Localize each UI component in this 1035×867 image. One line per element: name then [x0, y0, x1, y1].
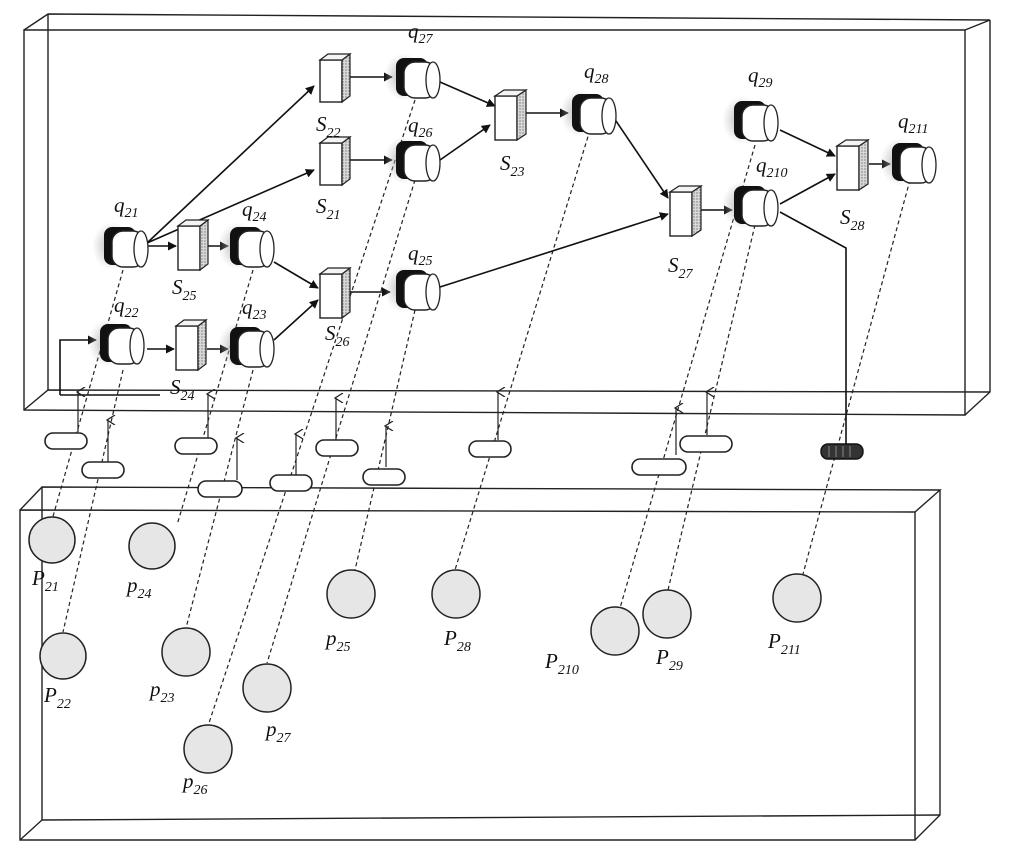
place-p21: [28, 516, 76, 564]
label-p21: P21: [31, 566, 59, 595]
label-q25: q25: [408, 241, 433, 269]
place-p211: [772, 573, 822, 623]
station-s26: [318, 266, 352, 320]
label-q29: q29: [748, 63, 773, 91]
label-s25: S25: [172, 275, 197, 304]
station-s21: [318, 135, 352, 187]
label-p23: p23: [148, 677, 175, 706]
queue-q28: [560, 89, 617, 137]
station-s28: [835, 138, 870, 192]
lower-plane: [19, 486, 942, 841]
station-s22: [318, 52, 352, 104]
token: [315, 439, 359, 457]
queue-q210: [722, 181, 779, 229]
label-p211: P211: [767, 629, 801, 658]
label-q24: q24: [242, 197, 267, 225]
label-s24: S24: [170, 375, 195, 404]
tokens: [44, 432, 864, 498]
place-p25: [326, 569, 376, 619]
stations: [174, 52, 870, 372]
label-s26: S26: [325, 321, 350, 350]
label-s27: S27: [668, 253, 694, 282]
queue-q26: [384, 136, 441, 184]
label-q26: q26: [408, 113, 433, 141]
label-q210: q210: [756, 153, 788, 181]
queues: [88, 53, 937, 370]
place-labels: P21 p24 P22 p23 p25 P28 P210 P29 P211 p2…: [31, 566, 801, 798]
place-p28: [431, 569, 481, 619]
token: [44, 432, 88, 450]
token: [362, 468, 406, 486]
label-q27: q27: [408, 19, 434, 47]
queue-q25: [384, 265, 441, 313]
station-s27: [668, 184, 703, 238]
label-q211: q211: [898, 109, 928, 137]
label-q22: q22: [114, 293, 139, 321]
label-p27: p27: [264, 717, 292, 746]
label-s21: S21: [316, 194, 341, 223]
label-p28: P28: [443, 626, 471, 655]
label-q28: q28: [584, 59, 609, 87]
label-s23: S23: [500, 151, 525, 180]
station-s23: [493, 88, 528, 142]
label-s22: S22: [316, 112, 341, 141]
queue-q22: [88, 319, 145, 367]
place-p23: [161, 627, 211, 677]
token: [174, 437, 218, 455]
label-p29: P29: [655, 645, 683, 674]
token: [197, 480, 243, 498]
queue-q23: [218, 322, 275, 370]
upper-plane: [23, 13, 991, 416]
places: [28, 516, 822, 774]
queue-q21: [92, 222, 149, 270]
place-p22: [39, 632, 87, 680]
station-labels: S22 S21 S23 S25 S26 S24 S27 S28: [170, 112, 865, 404]
token: [468, 440, 512, 458]
token: [679, 435, 733, 453]
token: [81, 461, 125, 479]
label-p26: p26: [181, 769, 208, 798]
place-p27: [242, 663, 292, 713]
queue-labels: q27 q26 q28 q29 q210 q211 q21 q24 q25 q2…: [114, 19, 928, 323]
label-p210: P210: [544, 649, 579, 678]
queue-q211: [880, 138, 937, 186]
token: [631, 458, 687, 476]
token-filled: [820, 443, 864, 460]
label-p24: p24: [125, 573, 152, 602]
queue-q29: [722, 96, 779, 144]
station-s24: [174, 318, 208, 372]
place-p210: [590, 606, 640, 656]
queue-q27: [384, 53, 441, 101]
upward-markers: [78, 392, 707, 480]
token: [269, 474, 313, 492]
label-q23: q23: [242, 295, 267, 323]
place-p29: [642, 589, 692, 639]
label-s28: S28: [840, 205, 865, 234]
label-p25: p25: [324, 626, 351, 655]
station-s25: [176, 218, 210, 272]
queue-q24: [218, 222, 275, 270]
label-p22: P22: [43, 683, 71, 712]
place-p24: [128, 522, 176, 570]
label-q21: q21: [114, 193, 139, 221]
place-p26: [183, 724, 233, 774]
